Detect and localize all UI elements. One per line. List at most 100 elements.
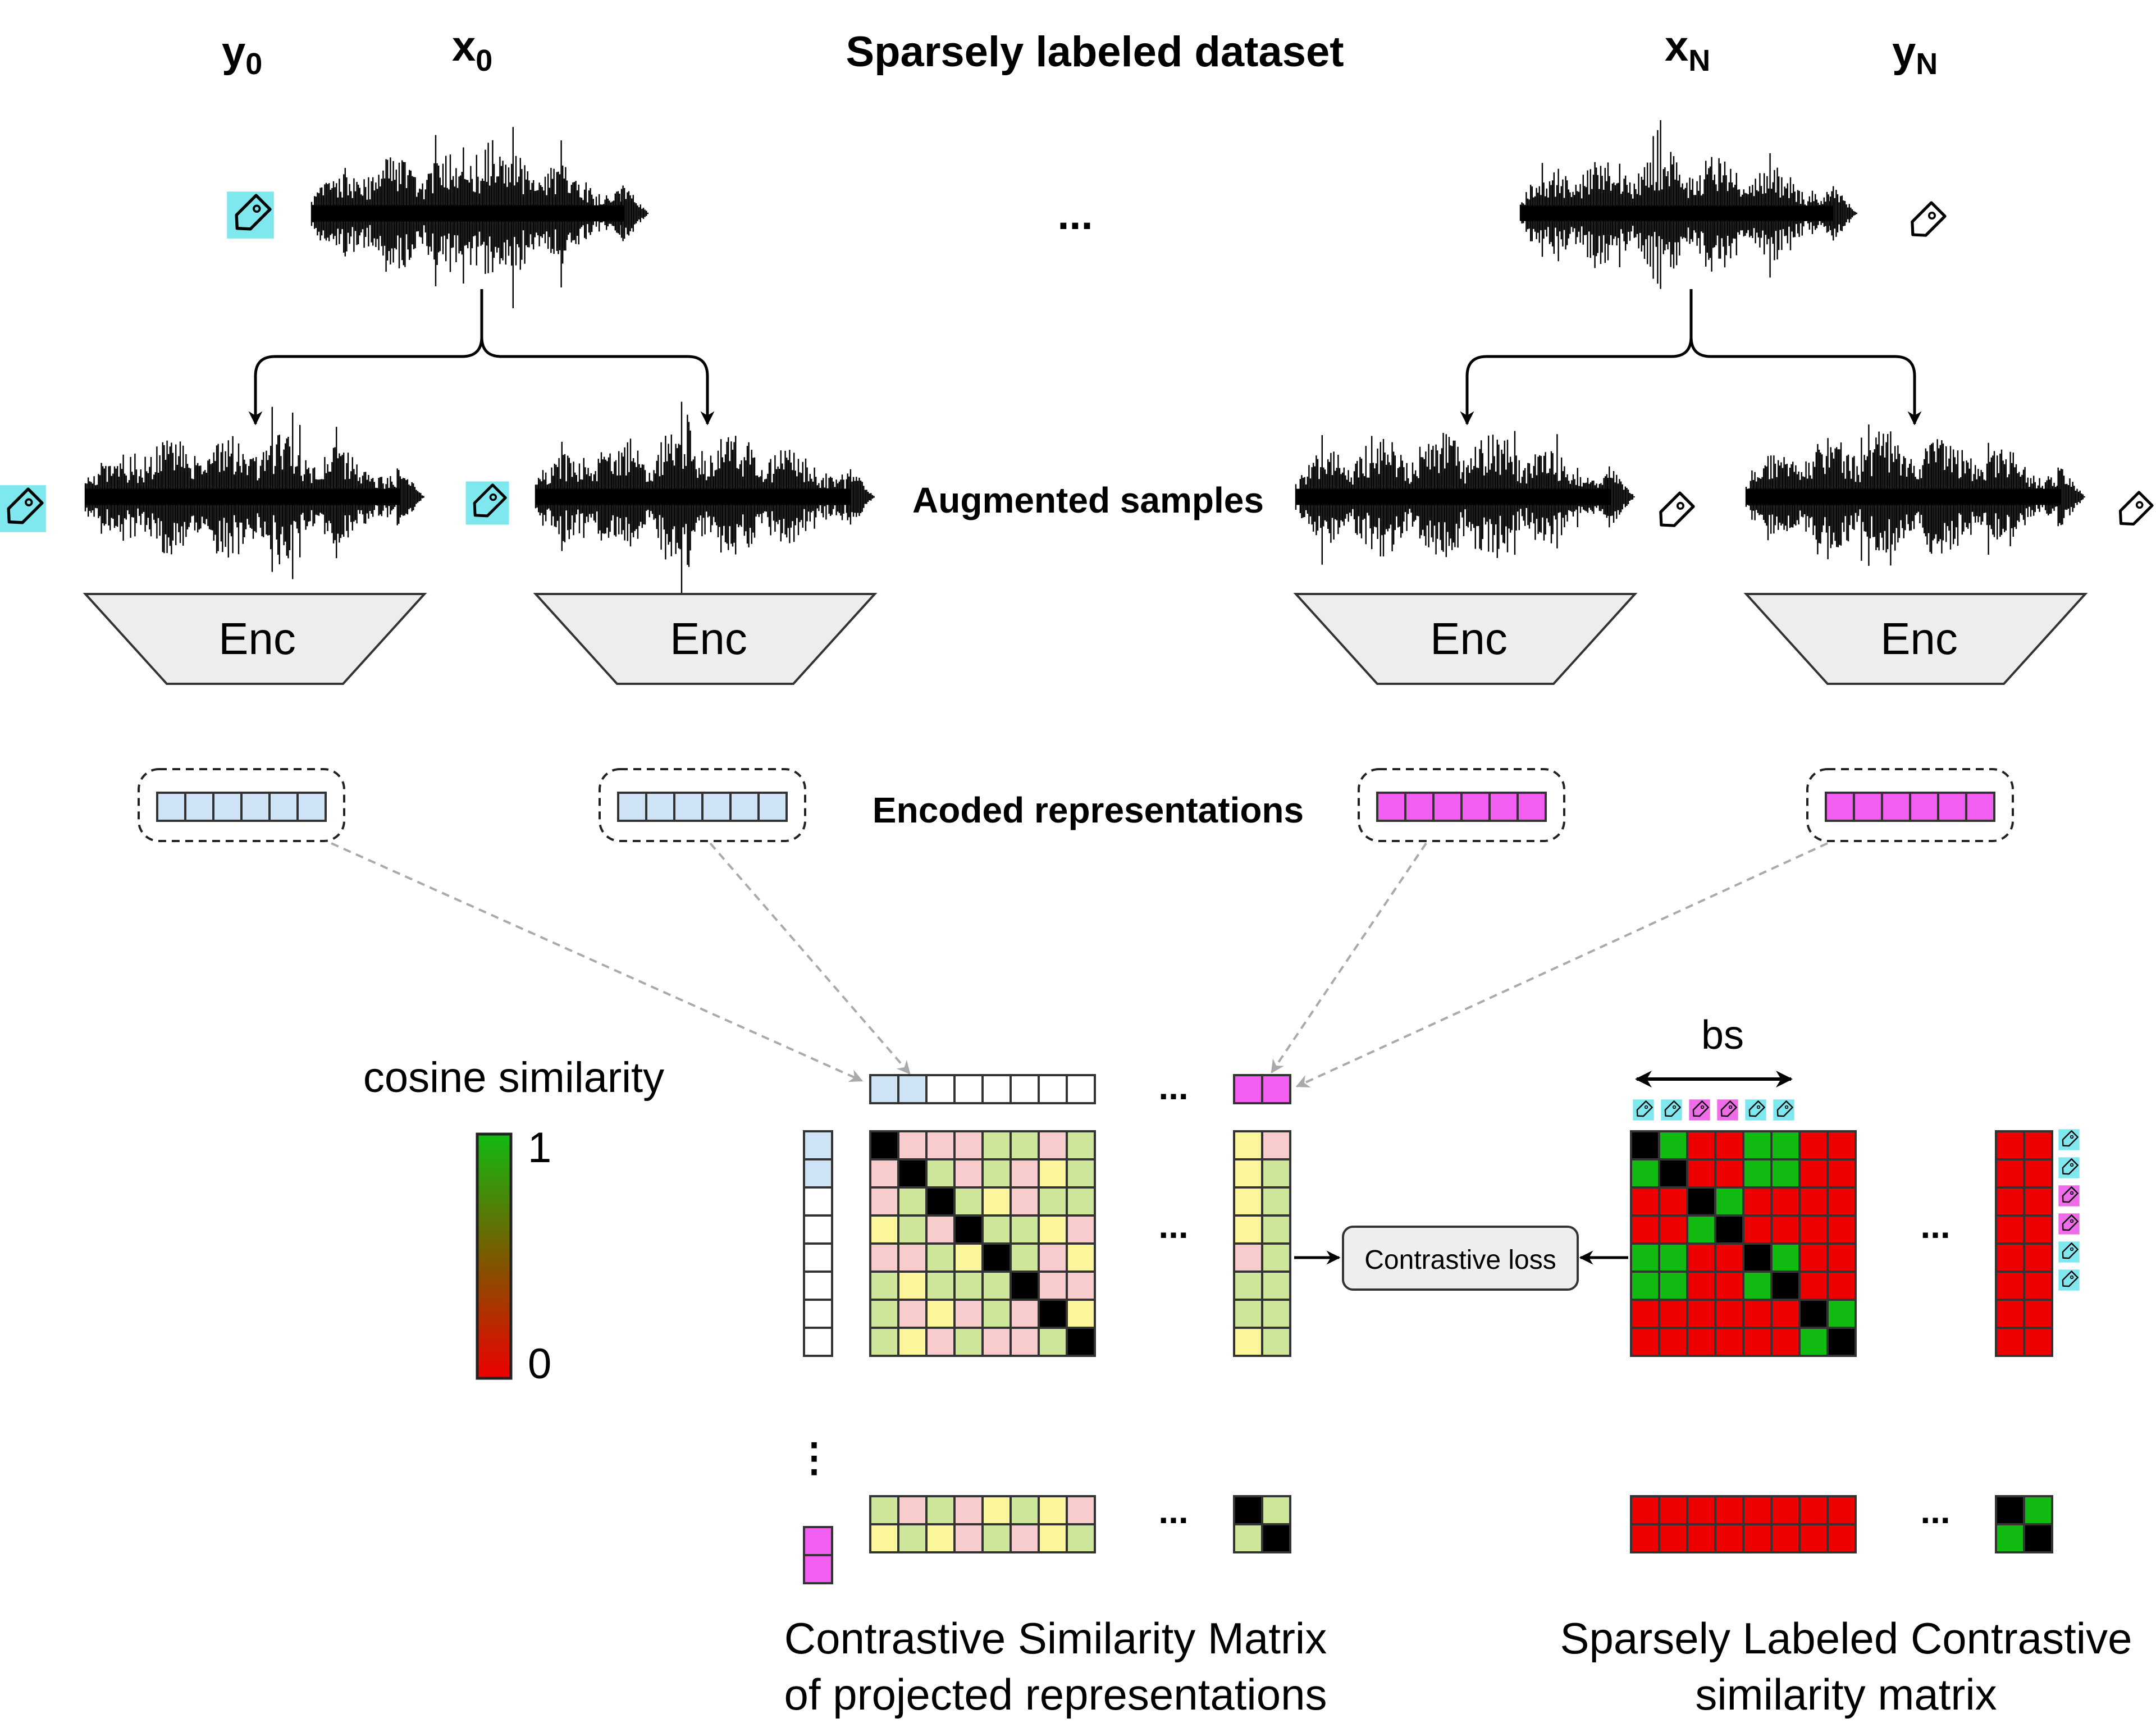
tag-icon — [1773, 1099, 1794, 1121]
matrix-cell — [1714, 1495, 1744, 1525]
matrix-cell — [1010, 1299, 1040, 1329]
batch-size-indicator: bs — [1635, 1013, 1793, 1087]
vector-cell — [757, 792, 788, 822]
matrix-cell — [1686, 1523, 1716, 1553]
matrix-cell — [869, 1495, 899, 1525]
waveform-augmented-2 — [535, 401, 875, 597]
matrix-cell — [1038, 1327, 1068, 1357]
matrix-cell — [1261, 1214, 1291, 1245]
matrix-cell — [1038, 1495, 1068, 1525]
label-xN: xN — [1665, 22, 1710, 77]
matrix-cell — [1066, 1214, 1096, 1245]
matrix-cell — [925, 1299, 956, 1329]
matrix-cell — [1038, 1523, 1068, 1553]
matrix-cell — [1714, 1186, 1744, 1217]
matrix-cell — [1630, 1495, 1660, 1525]
matrix-cell — [1798, 1271, 1829, 1301]
matrix-cell — [981, 1523, 1012, 1553]
tag-icon — [0, 485, 46, 532]
matrix-cell — [981, 1074, 1012, 1104]
contrastive-loss-box — [1342, 1226, 1579, 1291]
matrix-cell — [1038, 1186, 1068, 1217]
matrix-cell — [897, 1495, 928, 1525]
representation-1 — [138, 768, 345, 842]
tag-icon — [2058, 1269, 2080, 1291]
matrix-cell — [1233, 1327, 1263, 1357]
vector-cell — [1404, 792, 1435, 822]
matrix-cell — [925, 1242, 956, 1273]
tag-icon — [2058, 1213, 2080, 1235]
matrix-cell — [1233, 1214, 1263, 1245]
dataset-title: Sparsely labeled dataset — [846, 28, 1344, 76]
waveform-augmented-4 — [1745, 424, 2085, 566]
matrix-cell — [1010, 1074, 1040, 1104]
projected-header-magenta — [1233, 1074, 1291, 1104]
encoder-label: Enc — [1430, 614, 1508, 664]
matrix-cell — [1261, 1186, 1291, 1217]
vector-cell — [1853, 792, 1883, 822]
vector-cell — [1965, 792, 1995, 822]
matrix-cell — [1233, 1242, 1263, 1273]
matrix-cell — [897, 1523, 928, 1553]
matrix-cell — [869, 1271, 899, 1301]
matrix-cell — [1658, 1214, 1688, 1245]
matrix-cell — [1770, 1214, 1801, 1245]
matrix-cell — [1066, 1523, 1096, 1553]
matrix-cell — [1261, 1523, 1291, 1553]
encoder-4: Enc — [1743, 593, 2088, 685]
matrix-cell — [925, 1214, 956, 1245]
ellipsis: ... — [1158, 1491, 1188, 1531]
matrix-cell — [1742, 1299, 1773, 1329]
matrix-cell — [1995, 1523, 2025, 1553]
tag-icon — [1661, 1099, 1682, 1121]
encoder-3: Enc — [1293, 593, 1638, 685]
matrix-cell — [1010, 1495, 1040, 1525]
caption-left-line1: Contrastive Similarity Matrix — [784, 1614, 1327, 1663]
matrix-cell — [925, 1271, 956, 1301]
matrix-cell — [1658, 1158, 1688, 1189]
matrix-cell — [1038, 1074, 1068, 1104]
matrix-cell — [1826, 1130, 1857, 1160]
matrix-cell — [803, 1186, 833, 1217]
split-arrows-right — [1460, 289, 1922, 426]
matrix-cell — [1658, 1130, 1688, 1160]
matrix-cell — [1233, 1186, 1263, 1217]
matrix-cell — [953, 1523, 984, 1553]
matrix-cell — [1658, 1271, 1688, 1301]
matrix-cell — [2023, 1186, 2053, 1217]
matrix-cell — [1066, 1495, 1096, 1525]
matrix-cell — [1770, 1186, 1801, 1217]
matrix-cell — [1066, 1327, 1096, 1357]
matrix-cell — [897, 1327, 928, 1357]
matrix-cell — [1826, 1299, 1857, 1329]
matrix-cell — [953, 1214, 984, 1245]
matrix-cell — [1066, 1299, 1096, 1329]
matrix-cell — [869, 1299, 899, 1329]
encoder-label: Enc — [670, 614, 747, 664]
matrix-cell — [869, 1186, 899, 1217]
matrix-cell — [1742, 1186, 1773, 1217]
matrix-cell — [803, 1130, 833, 1160]
label-corner-block — [1995, 1495, 2053, 1553]
tag-icon — [465, 481, 509, 525]
label-partial-column — [1995, 1130, 2053, 1357]
vertical-ellipsis: ⋮ — [794, 1436, 834, 1479]
matrix-cell — [1770, 1271, 1801, 1301]
tag-icon — [1659, 491, 1695, 527]
matrix-cell — [953, 1242, 984, 1273]
matrix-cell — [1714, 1327, 1744, 1357]
matrix-cell — [1038, 1130, 1068, 1160]
matrix-cell — [803, 1271, 833, 1301]
matrix-cell — [1010, 1242, 1040, 1273]
matrix-cell — [803, 1327, 833, 1357]
matrix-cell — [1233, 1271, 1263, 1301]
matrix-cell — [1995, 1130, 2025, 1160]
matrix-cell — [1686, 1327, 1716, 1357]
matrix-cell — [925, 1186, 956, 1217]
matrix-cell — [1261, 1495, 1291, 1525]
tag-icon — [1717, 1099, 1738, 1121]
matrix-cell — [981, 1186, 1012, 1217]
ellipsis: ... — [1920, 1205, 1950, 1246]
matrix-cell — [1770, 1130, 1801, 1160]
matrix-cell — [1066, 1158, 1096, 1189]
